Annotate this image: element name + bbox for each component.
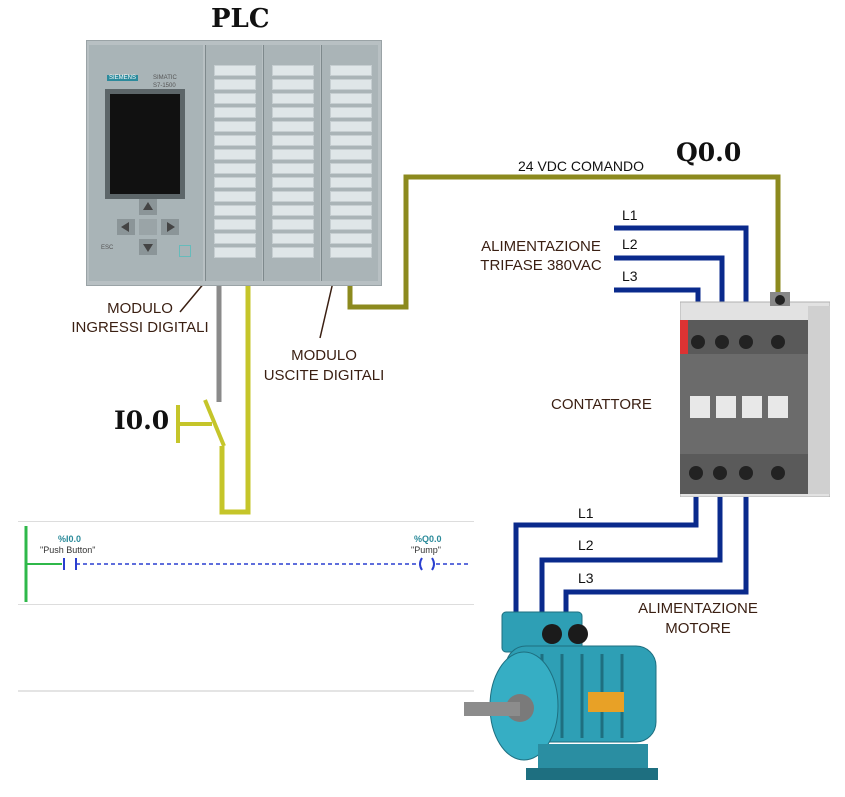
separator <box>18 690 474 692</box>
phase-label-top-l1: L1 <box>622 207 638 223</box>
enter-key <box>179 245 191 257</box>
plc-cpu: SIEMENS SIMATIC S7-1500 ESC <box>89 45 203 281</box>
motor-wire-l2 <box>539 475 723 615</box>
pushbutton-lever <box>203 399 226 447</box>
brand-badge: SIEMENS <box>107 75 139 81</box>
ladder-contact-address: %I0.0 <box>58 534 82 544</box>
plc-rack: SIEMENS SIMATIC S7-1500 ESC <box>86 40 382 286</box>
output-module-label-line1: MODULO <box>291 347 357 364</box>
command-label: 24 VDC COMANDO <box>518 158 645 174</box>
coil-right <box>431 557 435 571</box>
ladder-contact-name: "Push Button" <box>40 545 96 555</box>
phase-label-bottom-l3: L3 <box>578 570 594 586</box>
model-line1: SIMATIC <box>153 75 177 81</box>
motor-body <box>464 611 658 780</box>
ladder-graphics <box>24 526 470 602</box>
input-module-label-line2: INGRESSI DIGITALI <box>71 319 209 336</box>
pointer-output-module <box>319 281 334 339</box>
model-line2: S7-1500 <box>153 83 176 89</box>
phase-label-top-l2: L2 <box>622 236 638 252</box>
motor-supply-label-line2: MOTORE <box>665 620 731 637</box>
input-module-2 <box>263 45 320 281</box>
motor-wire-l1 <box>513 475 699 615</box>
supply-label-line2: TRIFASE 380VAC <box>480 257 602 274</box>
motor-wire-l3 <box>563 475 749 615</box>
phase-label-top-l3: L3 <box>622 268 638 284</box>
cpu-display <box>105 89 185 199</box>
input-address-label: I0.0 <box>114 406 170 435</box>
control-wire-24vdc <box>347 174 781 310</box>
phase-label-bottom-l1: L1 <box>578 505 594 521</box>
supply-wire-l1 <box>614 225 749 320</box>
ladder-coil-address: %Q0.0 <box>414 534 442 544</box>
navigation-pad <box>117 199 179 255</box>
contactor-body <box>679 292 831 498</box>
input-module-label-line1: MODULO <box>107 300 173 317</box>
input-module <box>205 45 262 281</box>
ladder-rung: %I0.0 "Push Button" %Q0.0 "Pump" <box>18 521 474 605</box>
contactor-device <box>679 292 831 498</box>
output-module <box>321 45 378 281</box>
motor-supply-label-line1: ALIMENTAZIONE <box>638 600 758 617</box>
electric-motor <box>462 608 672 788</box>
coil-left <box>419 557 423 571</box>
supply-wire-l2 <box>614 255 725 320</box>
esc-key-label: ESC <box>101 245 114 251</box>
output-address-label: Q0.0 <box>676 138 742 167</box>
output-module-label-line2: USCITE DIGITALI <box>263 367 385 384</box>
ladder-coil-name: "Pump" <box>411 545 441 555</box>
plc-title: PLC <box>211 4 270 34</box>
input-wire-yellow <box>219 262 251 515</box>
supply-label-line1: ALIMENTAZIONE <box>481 238 601 255</box>
contactor-label: CONTATTORE <box>551 396 652 413</box>
phase-label-bottom-l2: L2 <box>578 537 594 553</box>
